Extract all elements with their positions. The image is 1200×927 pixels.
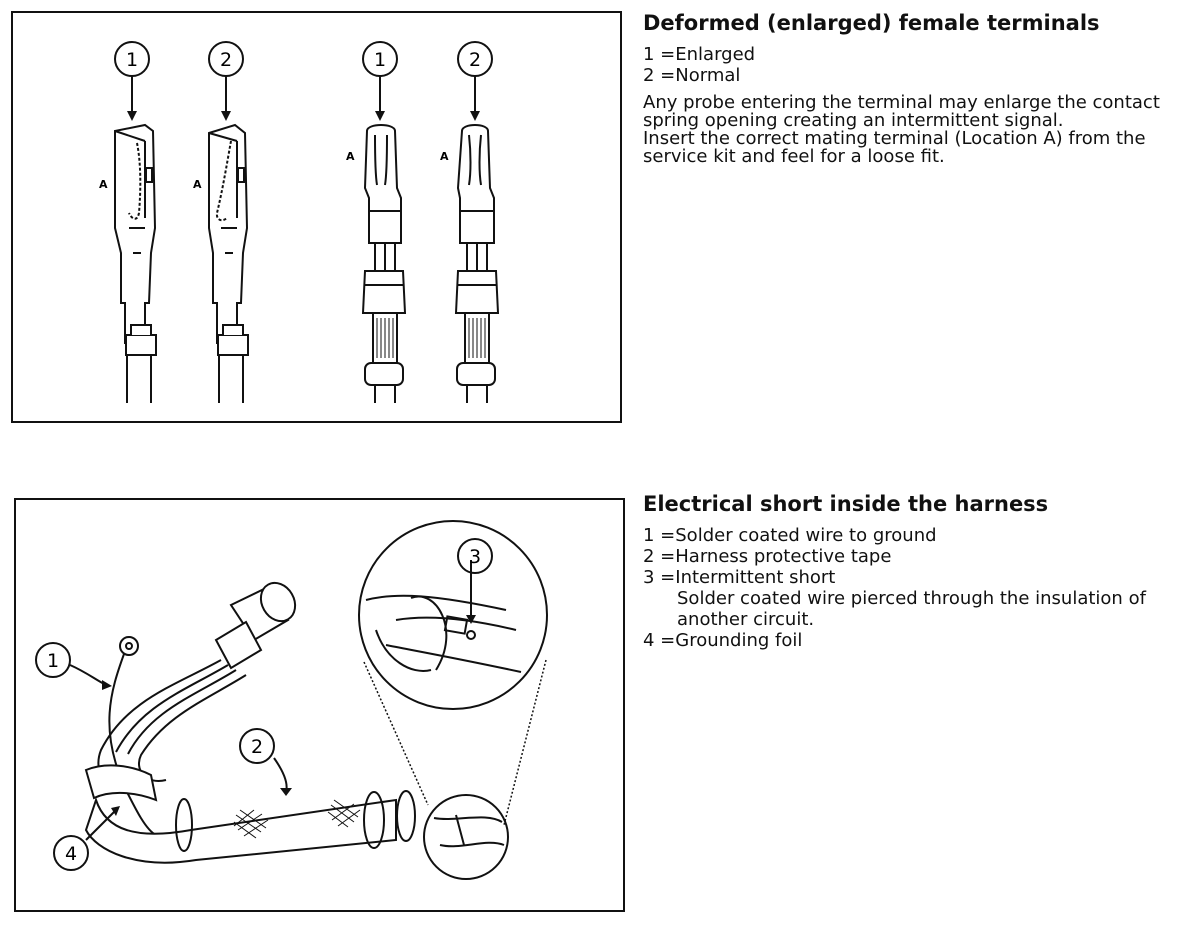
callout-circle-3 [457, 538, 493, 574]
callout-number-2a: 2 [220, 49, 232, 71]
round-terminal-enlarged [361, 124, 407, 403]
callout-number-1b: 1 [374, 49, 386, 71]
callout-number-2: 2 [251, 736, 263, 758]
callout-circle-2 [239, 728, 275, 764]
description-line: spring opening creating an intermittent … [643, 110, 1064, 131]
description-line: service kit and feel for a loose fit. [643, 146, 945, 166]
legend-item-grounding-foil: 4 =Grounding foil [643, 630, 803, 651]
location-a-label-1: A [99, 178, 108, 191]
terminals-text-block: Deformed (enlarged) female terminals 1 =… [643, 8, 1200, 166]
callout-number-1a: 1 [126, 49, 138, 71]
harness-text-block: Electrical short inside the harness 1 =S… [643, 489, 1200, 651]
harness-heading: Electrical short inside the harness [643, 492, 1049, 516]
legend-item-intermittent-short: 3 =Intermittent short [643, 567, 836, 588]
legend-item-protective-tape: 2 =Harness protective tape [643, 546, 892, 567]
harness-drawing: 1 2 3 4 [35, 520, 548, 880]
harness-illustration: 1 2 3 4 [14, 498, 625, 912]
terminals-description: Any probe entering the terminal may enla… [643, 94, 1200, 166]
flat-terminal-normal [208, 123, 249, 403]
location-a-label-3: A [346, 150, 355, 163]
legend-item-enlarged: 1 =Enlarged [643, 44, 756, 65]
callout-circle-4 [53, 835, 89, 871]
callout-number-3: 3 [469, 546, 481, 568]
flat-terminal-enlarged [114, 123, 157, 403]
round-terminal-normal [454, 124, 500, 403]
description-line: Any probe entering the terminal may enla… [643, 92, 1160, 113]
legend-sub-line: Solder coated wire pierced through the i… [677, 588, 1146, 609]
callout-number-4: 4 [65, 843, 77, 865]
legend-item-solder-wire: 1 =Solder coated wire to ground [643, 525, 937, 546]
terminals-illustration: 1 2 1 2 A A A A [11, 11, 622, 423]
legend-sub-line: another circuit. [677, 609, 815, 630]
callout-number-1: 1 [47, 650, 59, 672]
description-line: Insert the correct mating terminal (Loca… [643, 128, 1146, 149]
terminals-heading: Deformed (enlarged) female terminals [643, 11, 1100, 35]
terminals-drawing: 1 2 1 2 A A A A [99, 41, 500, 403]
legend-item-normal: 2 =Normal [643, 65, 741, 86]
callout-number-2b: 2 [469, 49, 481, 71]
location-a-label-4: A [440, 150, 449, 163]
callout-circle-1 [35, 642, 71, 678]
location-a-label-2: A [193, 178, 202, 191]
